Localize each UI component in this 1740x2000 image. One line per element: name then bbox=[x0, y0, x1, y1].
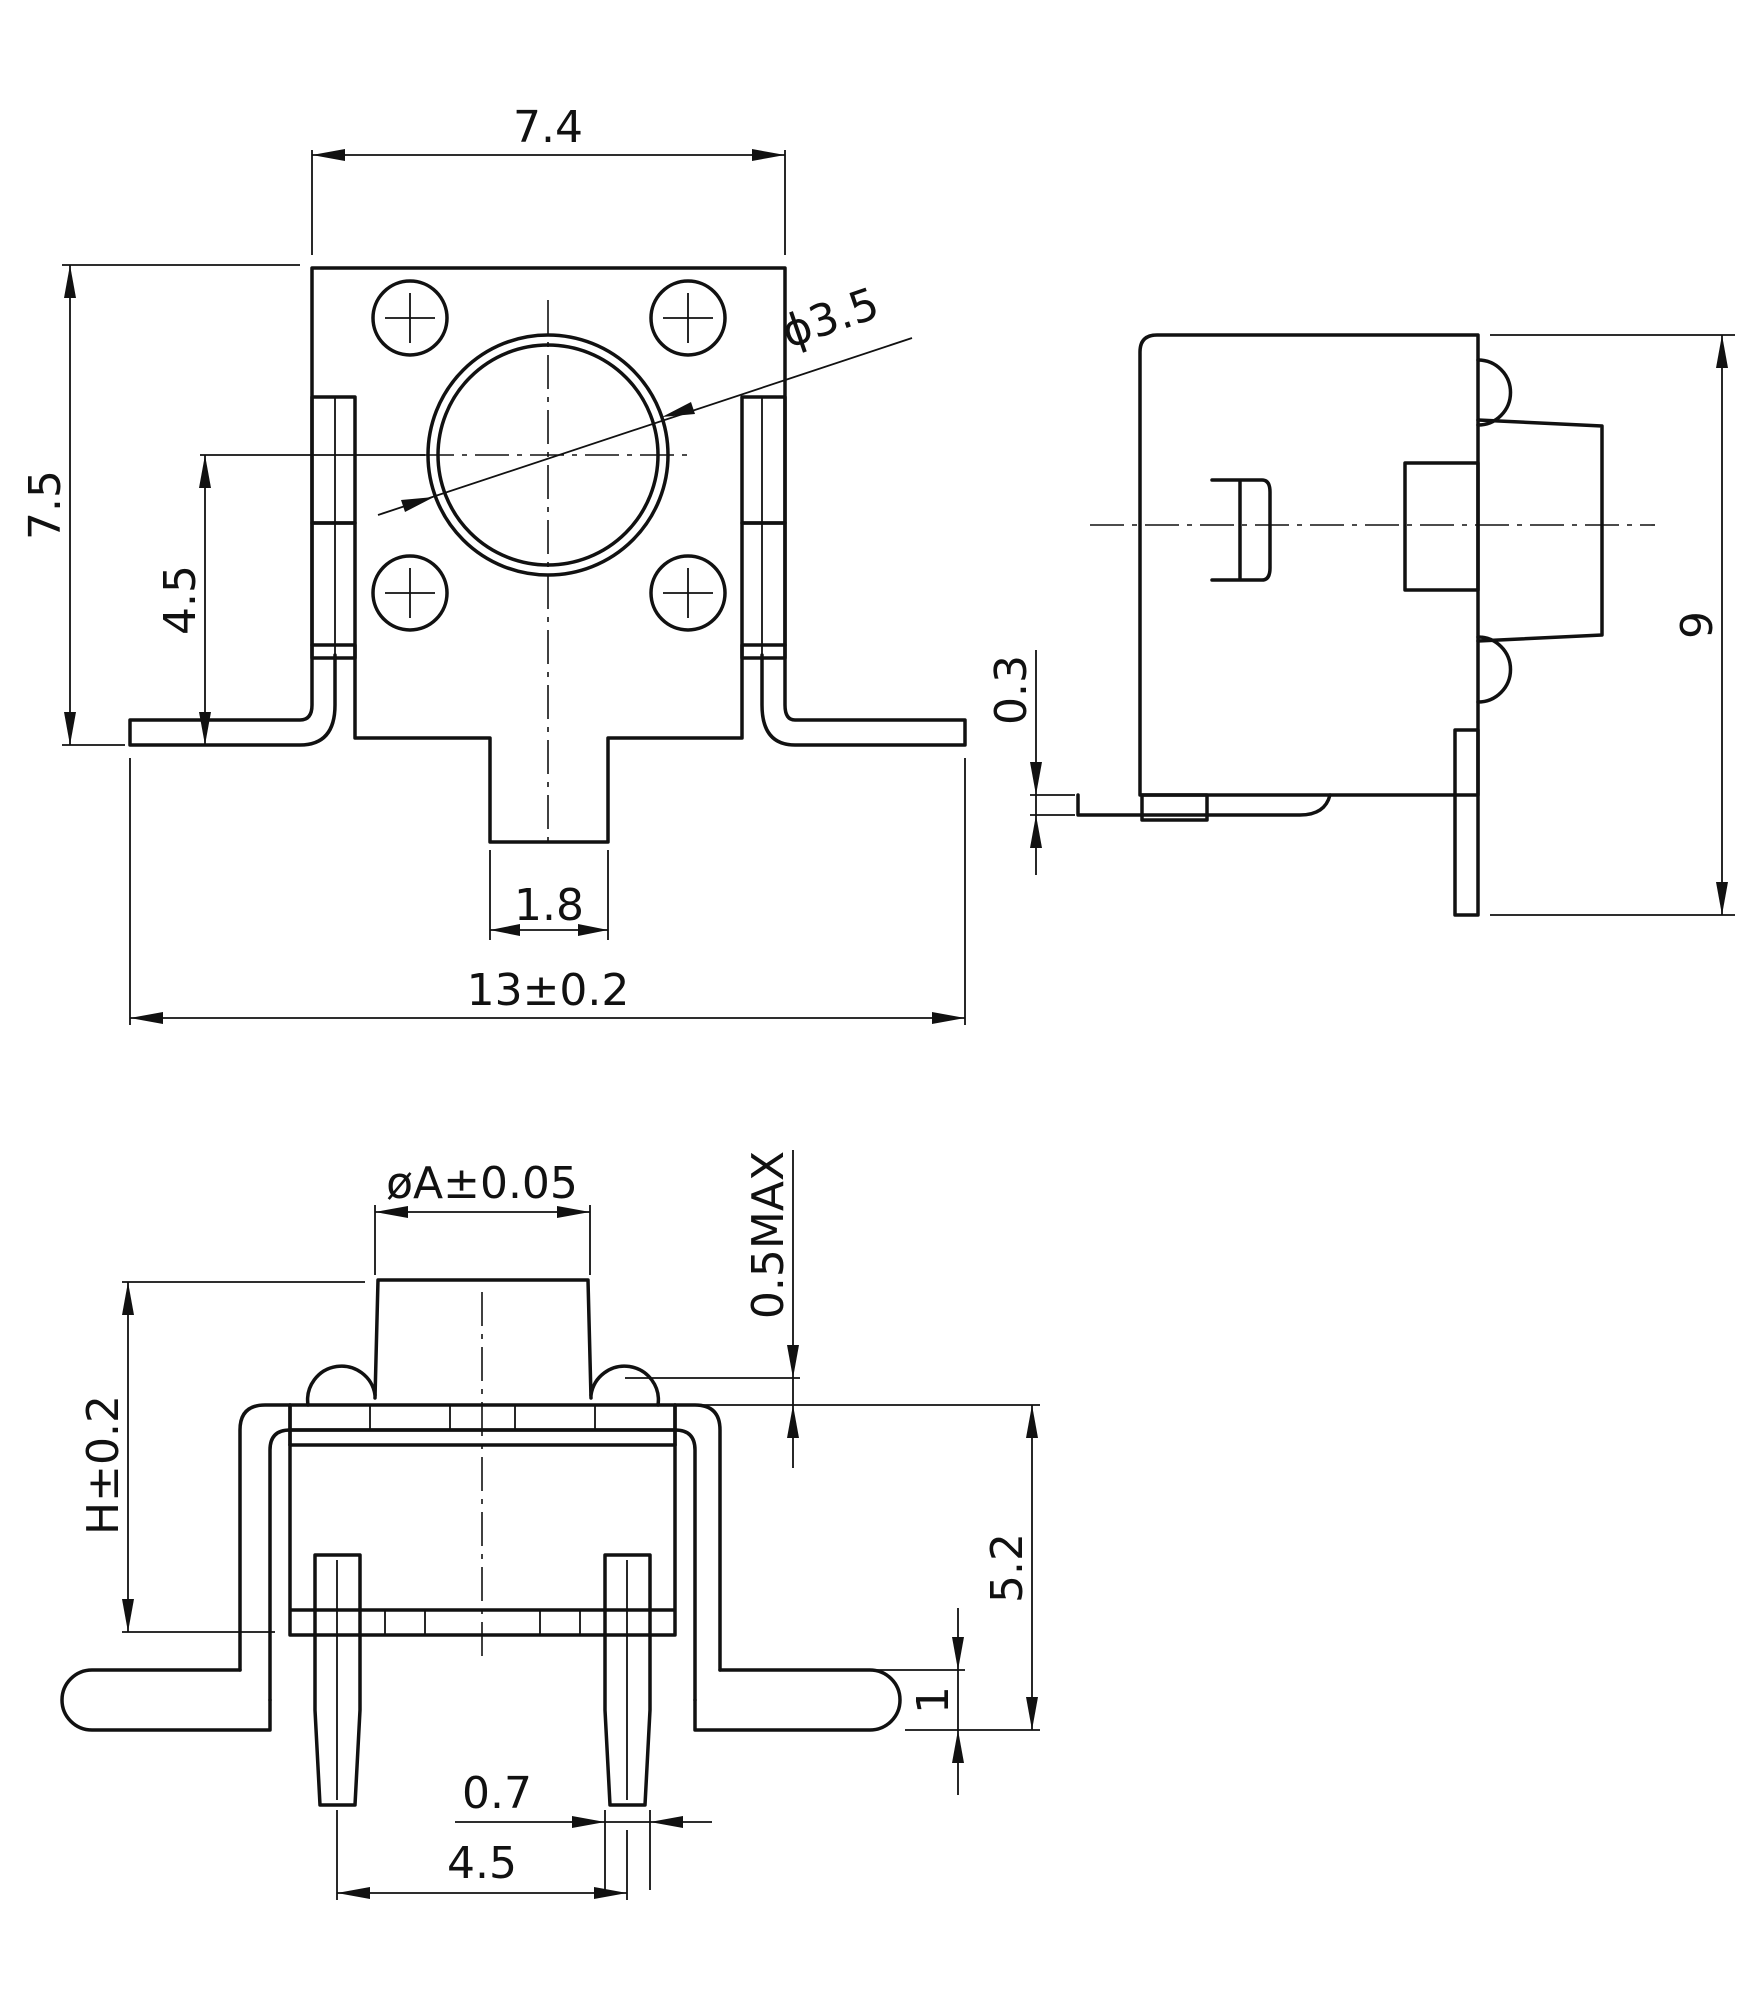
side-view-stem bbox=[1403, 461, 1480, 592]
front-right-foot bbox=[693, 1668, 902, 1732]
front-right-pin bbox=[603, 1553, 652, 1807]
front-view-frame bbox=[238, 1403, 722, 1702]
dim-button-rise: 0.5MAX bbox=[743, 1151, 794, 1319]
front-left-foot bbox=[60, 1668, 272, 1732]
dim-side-height: 9 bbox=[1672, 611, 1723, 639]
dim-top-width: 7.4 bbox=[513, 102, 583, 153]
front-left-pin bbox=[313, 1553, 362, 1807]
dim-button-diameter: ϕ3.5 bbox=[775, 278, 885, 358]
dim-foot-height: 1 bbox=[908, 1686, 959, 1714]
front-view: øA±0.05 0.5MAX H±0.2 5.2 1 0.7 bbox=[60, 1150, 1040, 1900]
mounting-holes bbox=[371, 279, 727, 632]
left-terminal-upper bbox=[310, 395, 357, 525]
side-view-bottom-lead bbox=[1076, 793, 1332, 817]
dim-total-height: H±0.2 bbox=[78, 1395, 129, 1535]
dim-front-body-height: 5.2 bbox=[982, 1533, 1033, 1603]
right-foot bbox=[760, 643, 967, 747]
dim-side-thickness: 0.3 bbox=[986, 655, 1037, 725]
side-view-vertical-tab bbox=[1453, 728, 1480, 917]
side-view: 9 0.3 bbox=[986, 333, 1735, 917]
dim-pin-height: 4.5 bbox=[155, 565, 206, 635]
side-view-actuator bbox=[1476, 418, 1604, 643]
dim-pin-width: 0.7 bbox=[462, 1768, 532, 1819]
dim-button-diameter-a: øA±0.05 bbox=[386, 1158, 578, 1209]
dim-tab-width: 1.8 bbox=[514, 880, 584, 931]
dim-body-height: 7.5 bbox=[20, 470, 71, 540]
side-view-body-outline bbox=[1138, 333, 1480, 797]
right-terminal-upper bbox=[740, 395, 787, 525]
dim-overall-width: 13±0.2 bbox=[467, 965, 630, 1016]
left-foot bbox=[128, 643, 337, 747]
front-view-button bbox=[373, 1278, 593, 1400]
top-view: 7.4 7.5 4.5 ϕ3.5 1.8 13±0.2 bbox=[20, 102, 967, 1025]
left-terminal-lower bbox=[310, 521, 357, 660]
dim-pin-pitch: 4.5 bbox=[447, 1838, 517, 1889]
right-terminal-lower bbox=[740, 521, 787, 660]
